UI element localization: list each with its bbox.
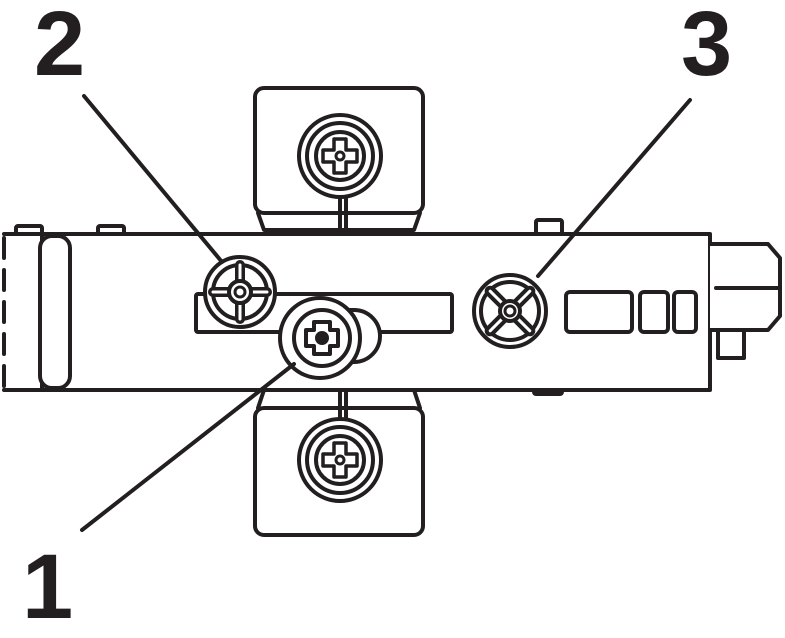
- leader-line-1: [80, 362, 296, 532]
- mounting-screw-top: [297, 113, 383, 199]
- adjustment-screw-2: [203, 255, 277, 329]
- callout-number-1: 1: [22, 536, 74, 638]
- mounting-screw-bottom: [297, 417, 383, 503]
- hinge-cup: [2, 232, 72, 392]
- adjustment-screw-3: [472, 273, 548, 349]
- callout-number-3: 3: [681, 0, 733, 95]
- end-connector: [708, 242, 782, 360]
- arm-openings: [564, 290, 698, 334]
- adjustment-screw-1: [278, 296, 382, 380]
- leader-line-3: [536, 98, 692, 278]
- leader-line-2: [82, 94, 224, 264]
- callout-number-2: 2: [34, 0, 86, 95]
